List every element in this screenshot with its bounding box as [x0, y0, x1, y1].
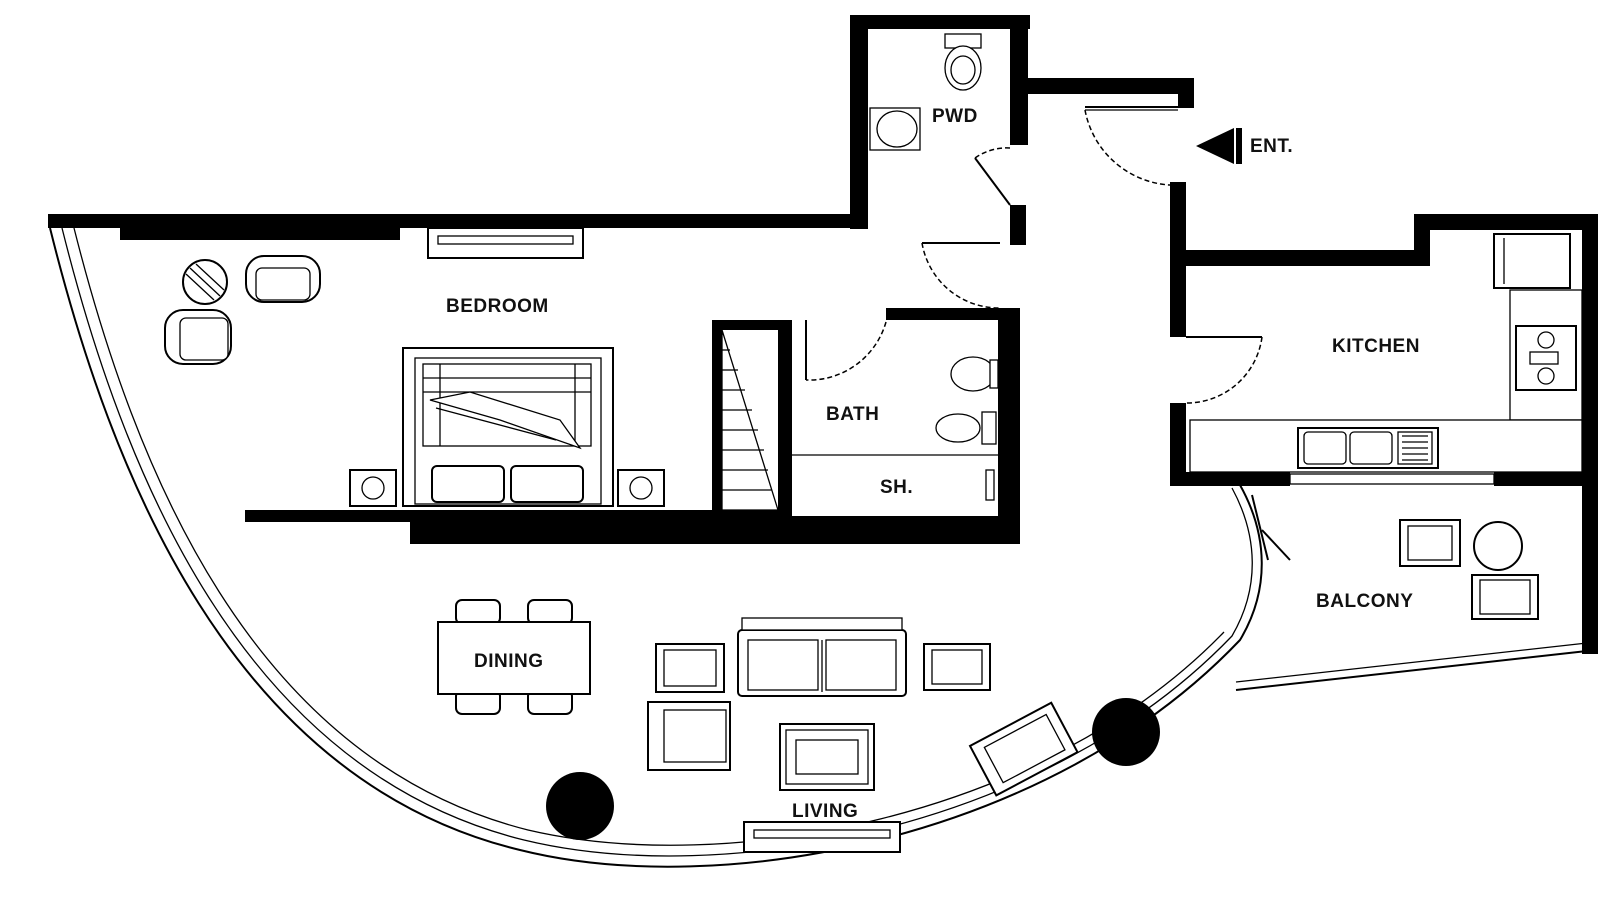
column-right	[1092, 698, 1160, 766]
pwd-right-wall	[1010, 15, 1028, 145]
dining-furniture	[437, 599, 591, 715]
bath-fixtures	[792, 356, 999, 501]
kitchen-right-wall	[1582, 214, 1598, 654]
kitchen-top-wall-left	[1186, 250, 1422, 266]
bath-right-wall	[998, 308, 1020, 544]
balcony-table	[1473, 521, 1523, 571]
balcony-edge	[1235, 649, 1597, 691]
doors	[805, 106, 1291, 561]
closet-left-wall	[712, 320, 722, 516]
bath-toilet-tank	[981, 411, 997, 445]
dining-chair-1	[455, 599, 501, 625]
kitchen-fixtures	[1189, 233, 1583, 485]
label-bath: BATH	[826, 404, 879, 425]
kitchen-top-wall-right	[1414, 214, 1596, 230]
label-kitchen: KITCHEN	[1332, 336, 1420, 357]
sink-drainer	[1397, 431, 1433, 465]
dining-table	[437, 621, 591, 695]
label-shower: SH.	[880, 477, 913, 498]
entrance-label: ENT.	[1250, 136, 1293, 157]
label-balcony: BALCONY	[1316, 591, 1413, 612]
structural-walls	[48, 15, 1598, 691]
label-living: LIVING	[792, 801, 858, 822]
living-furniture	[546, 617, 1160, 853]
pwd-right-lower-wall	[1010, 205, 1026, 245]
shower-tap	[985, 469, 995, 501]
label-pwd: PWD	[932, 106, 978, 127]
bedroom-furniture	[164, 227, 665, 507]
kitchen-bottom-wall-right	[1494, 472, 1598, 486]
label-bedroom: BEDROOM	[446, 296, 549, 317]
bath-left-wall	[778, 320, 792, 516]
bedroom-bottom-wall-thick	[410, 516, 1020, 544]
pwd-basin	[876, 110, 918, 148]
bath-basin	[950, 356, 996, 392]
dining-chair-2	[527, 599, 573, 625]
pillow-left	[431, 465, 505, 503]
column-left	[546, 772, 614, 840]
entrance-jamb-top	[1178, 78, 1194, 108]
pwd-fixtures	[869, 33, 982, 151]
label-dining: DINING	[474, 651, 544, 672]
closet-top-wall	[712, 320, 792, 330]
balcony-window	[1289, 473, 1495, 485]
entrance-jamb-bottom	[1170, 182, 1186, 337]
entrance-arrow-icon	[1196, 128, 1234, 164]
bedroom-closet	[721, 329, 779, 511]
kitchen-left-lower-wall	[1170, 403, 1186, 485]
bath-toilet-bowl	[935, 413, 981, 443]
bedroom-top-wall-inner	[120, 228, 400, 240]
pwd-left-wall	[850, 15, 868, 229]
room-labels: PWD BEDROOM BATH SH. KITCHEN DINING BALC…	[446, 106, 1420, 822]
bedroom-top-wall	[48, 214, 858, 228]
balcony-furniture	[1399, 519, 1539, 620]
bath-top-wall	[886, 308, 1006, 320]
kitchen-bottom-wall-left	[1170, 472, 1290, 486]
corridor-top-wall	[1028, 78, 1194, 94]
pillow-right	[510, 465, 584, 503]
entrance-marker: ENT.	[1196, 128, 1293, 164]
pwd-top-wall	[850, 15, 1030, 29]
fridge	[1493, 233, 1571, 289]
